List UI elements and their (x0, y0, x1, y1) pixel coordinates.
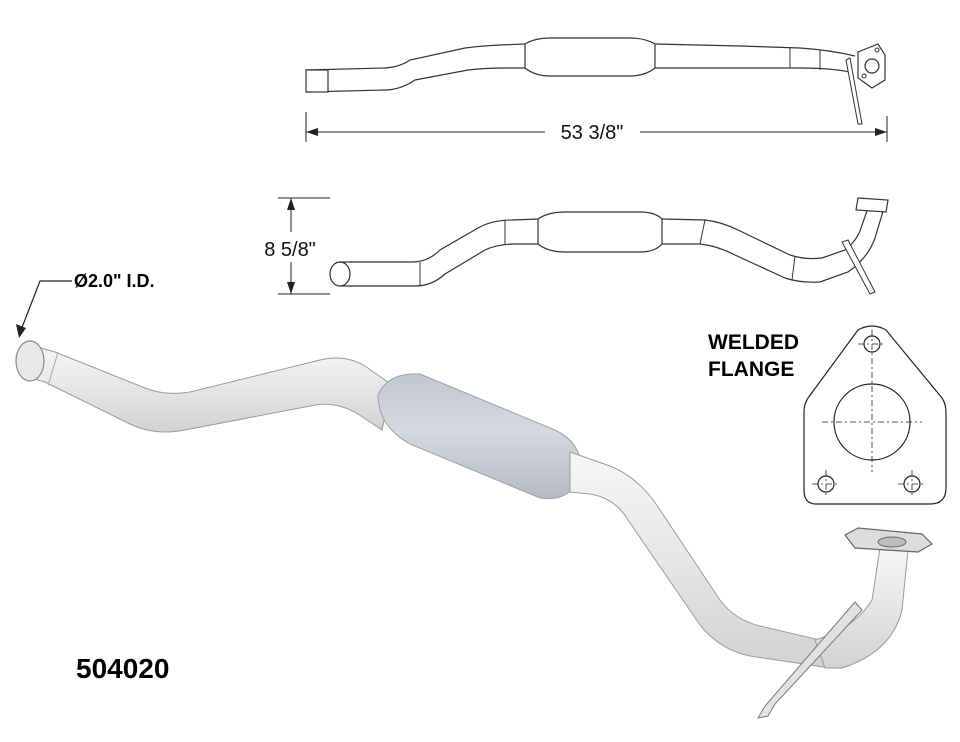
main-outlet-pipe (569, 451, 831, 669)
inlet-leader (16, 280, 72, 338)
main-view (15, 340, 933, 719)
main-hanger (757, 601, 863, 719)
length-dimension (305, 112, 888, 142)
part-number: 504020 (76, 653, 169, 684)
side-view-converter (537, 211, 663, 253)
flange-label-line1: WELDED (708, 331, 799, 354)
flange-detail (803, 325, 947, 505)
top-view-pipe (305, 43, 526, 93)
flange-outline (803, 325, 947, 505)
main-outlet-bend (814, 547, 909, 669)
side-view-flange (855, 197, 889, 213)
main-inlet-pipe (29, 344, 393, 433)
height-label: 8 5/8" (264, 239, 316, 261)
side-view-rear-pipe (661, 207, 885, 283)
side-view-hanger (841, 239, 876, 295)
top-view-hanger (845, 57, 863, 125)
top-view-converter (524, 37, 656, 77)
main-inlet-opening (15, 340, 45, 382)
top-view-rear-pipe (654, 43, 856, 73)
flange-label-line2: FLANGE (708, 358, 794, 381)
height-dimension (278, 197, 330, 295)
inlet-label: Ø2.0" I.D. (74, 271, 155, 291)
side-view-pipe (350, 218, 539, 287)
side-view (329, 197, 889, 295)
top-view-inlet (305, 69, 329, 93)
main-converter (377, 373, 581, 500)
length-label: 53 3/8" (561, 122, 624, 144)
top-view (305, 37, 886, 125)
